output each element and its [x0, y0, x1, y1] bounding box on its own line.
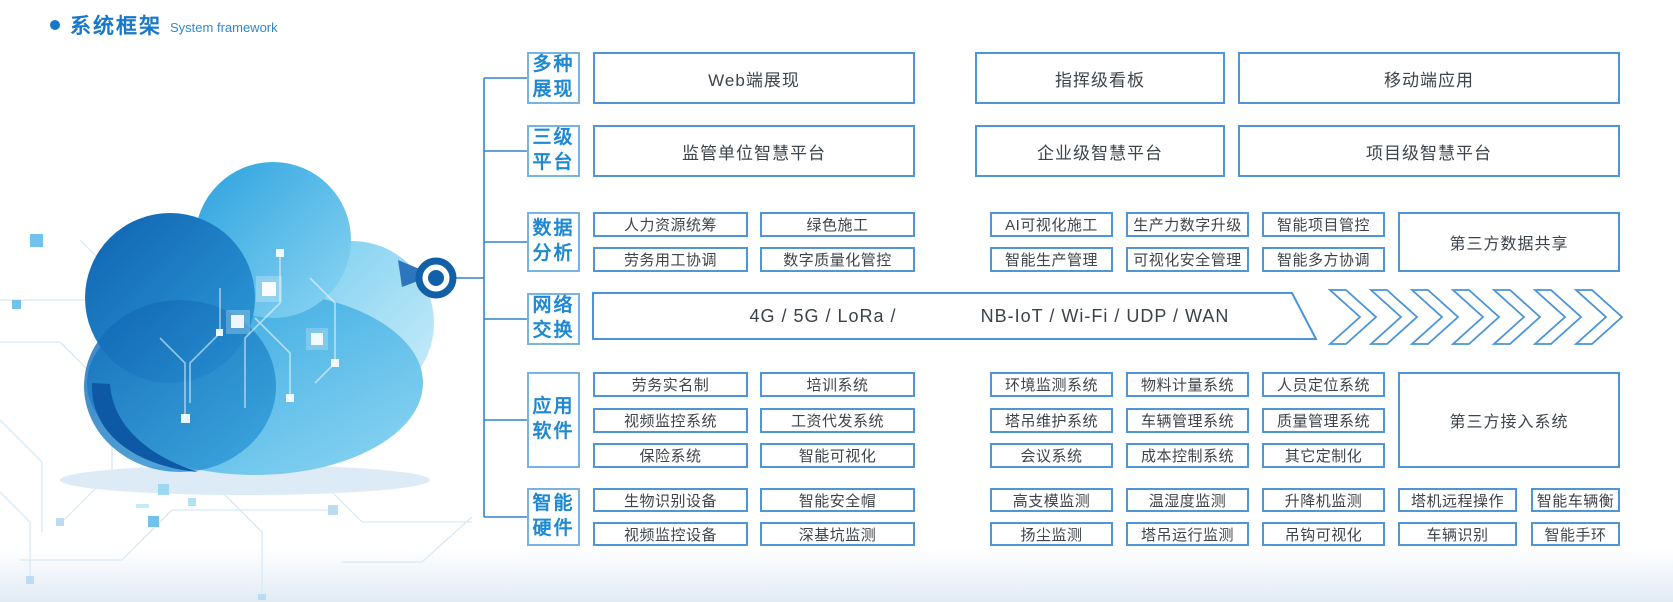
chevron-arrows-icon: [1327, 289, 1624, 345]
category-label-line: 软件: [532, 421, 575, 442]
hub-node-icon: [415, 257, 457, 299]
category-label-line: 三级: [532, 127, 575, 149]
category-network: 网络 交换: [527, 293, 580, 345]
box-web-display: Web端展现: [593, 52, 915, 104]
section-title: 系统框架 System framework: [50, 10, 278, 40]
box-project-platform: 项目级智慧平台: [1238, 125, 1620, 177]
box-software-item: 保险系统: [593, 443, 748, 468]
box-software-item: 劳务实名制: [593, 372, 748, 397]
category-label-line: 多种: [532, 54, 575, 76]
box-hardware-item: 智能安全帽: [760, 488, 915, 512]
box-data-item: 数字质量化管控: [760, 247, 915, 272]
category-label-line: 智能: [532, 493, 575, 515]
box-software-item: 其它定制化: [1262, 443, 1385, 468]
box-software-item: 培训系统: [760, 372, 915, 397]
box-third-party-access-system: 第三方接入系统: [1398, 372, 1620, 468]
box-software-item: 工资代发系统: [760, 408, 915, 433]
page-title: 系统框架: [70, 15, 162, 38]
box-software-item: 环境监测系统: [990, 372, 1113, 397]
box-command-board: 指挥级看板: [975, 52, 1225, 104]
box-hardware-item: 高支模监测: [990, 488, 1113, 512]
category-label-line: 数据: [532, 218, 575, 240]
category-label-line: 分析: [532, 243, 575, 264]
box-software-item: 智能可视化: [760, 443, 915, 468]
box-hardware-item: 塔机远程操作: [1398, 488, 1517, 512]
category-label-line: 网络: [532, 295, 575, 317]
category-software: 应用 软件: [527, 372, 580, 468]
box-software-item: 塔吊维护系统: [990, 408, 1113, 433]
cloud-graphic: [60, 162, 434, 508]
box-software-item: 视频监控系统: [593, 408, 748, 433]
box-software-item: 人员定位系统: [1262, 372, 1385, 397]
category-display: 多种 展现: [527, 52, 580, 104]
box-hardware-item: 车辆识别: [1398, 522, 1517, 546]
box-third-party-data-sharing: 第三方数据共享: [1398, 212, 1620, 272]
box-hardware-item: 扬尘监测: [990, 522, 1113, 546]
box-data-item: 生产力数字升级: [1126, 212, 1249, 237]
box-supervision-platform: 监管单位智慧平台: [593, 125, 915, 177]
box-data-item: 人力资源统筹: [593, 212, 748, 237]
bullet-icon: [50, 20, 60, 30]
box-data-item: 智能多方协调: [1262, 247, 1385, 272]
box-data-item: 智能项目管控: [1262, 212, 1385, 237]
category-label-line: 展现: [532, 79, 575, 100]
category-data-analysis: 数据 分析: [527, 212, 580, 272]
box-hardware-item: 智能手环: [1531, 522, 1620, 546]
box-hardware-item: 吊钩可视化: [1262, 522, 1385, 546]
box-hardware-item: 塔吊运行监测: [1126, 522, 1249, 546]
box-data-item: 绿色施工: [760, 212, 915, 237]
box-hardware-item: 升降机监测: [1262, 488, 1385, 512]
box-mobile-app: 移动端应用: [1238, 52, 1620, 104]
category-platform: 三级 平台: [527, 125, 580, 177]
box-software-item: 会议系统: [990, 443, 1113, 468]
box-hardware-item: 生物识别设备: [593, 488, 748, 512]
box-hardware-item: 深基坑监测: [760, 522, 915, 546]
category-label-line: 交换: [532, 320, 575, 341]
box-software-item: 车辆管理系统: [1126, 408, 1249, 433]
box-software-item: 成本控制系统: [1126, 443, 1249, 468]
box-data-item: 可视化安全管理: [1126, 247, 1249, 272]
box-data-item: 劳务用工协调: [593, 247, 748, 272]
box-hardware-item: 视频监控设备: [593, 522, 748, 546]
box-enterprise-platform: 企业级智慧平台: [975, 125, 1225, 177]
bottom-gradient-band: [0, 548, 1673, 602]
page-subtitle: System framework: [170, 19, 278, 35]
category-hardware: 智能 硬件: [527, 488, 580, 546]
category-label-line: 应用: [532, 396, 575, 418]
box-software-item: 物料计量系统: [1126, 372, 1249, 397]
box-software-item: 质量管理系统: [1262, 408, 1385, 433]
box-data-item: 智能生产管理: [990, 247, 1113, 272]
category-label-line: 平台: [532, 152, 575, 173]
network-box-shape: [592, 292, 1318, 340]
box-data-item: AI可视化施工: [990, 212, 1113, 237]
box-hardware-item: 温湿度监测: [1126, 488, 1249, 512]
box-hardware-item: 智能车辆衡: [1531, 488, 1620, 512]
category-label-line: 硬件: [532, 518, 575, 539]
